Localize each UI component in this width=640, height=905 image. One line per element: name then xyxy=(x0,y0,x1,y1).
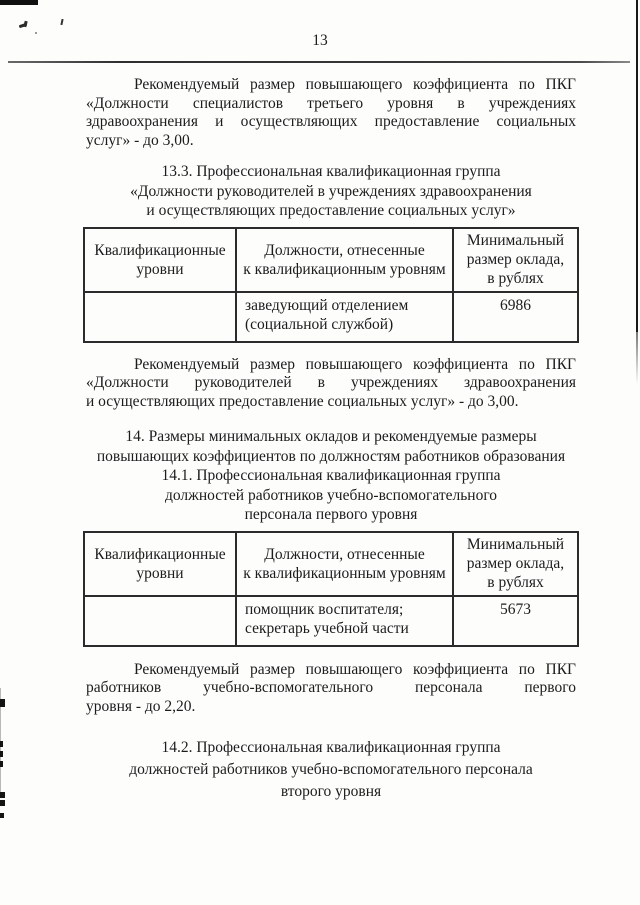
table-row: заведующий отделением (социальной службо… xyxy=(83,290,579,343)
text-line: и осуществляющих предоставление социальн… xyxy=(86,392,519,410)
text-line: «Должности руководителей в учреждениях з… xyxy=(86,374,576,391)
heading-section-14: 14. Размеры минимальных окладов и рекоме… xyxy=(96,428,566,465)
table-row: помощник воспитателя; секретарь учебной … xyxy=(83,594,579,647)
column-header-positions: Должности, отнесенные к квалификационным… xyxy=(235,226,454,293)
scan-artifact-left-dash xyxy=(0,699,5,707)
column-header-positions: Должности, отнесенные к квалификационным… xyxy=(235,530,454,597)
salary-table-13-3: Квалификационные уровни Должности, отнес… xyxy=(83,226,579,343)
table-header-row: Квалификационные уровни Должности, отнес… xyxy=(83,530,579,597)
header-rule xyxy=(8,61,630,63)
paragraph-coefficient-support-staff: Рекомендуемый размер повышающего коэффиц… xyxy=(86,661,576,717)
text-line: здравоохранения и осуществляющих предост… xyxy=(86,113,576,130)
scan-artifact-left-dash xyxy=(0,792,5,798)
pen-mark-icon xyxy=(60,18,64,26)
heading-section-13-3: 13.3. Профессиональная квалификационная … xyxy=(130,163,532,219)
scan-artifact-left-dash xyxy=(0,800,5,806)
text-line: Рекомендуемый размер повышающего коэффиц… xyxy=(134,660,576,678)
text-line: Рекомендуемый размер повышающего коэффиц… xyxy=(134,76,576,93)
cell-positions: заведующий отделением (социальной службо… xyxy=(235,290,454,343)
scan-artifact-left-dash xyxy=(0,761,3,767)
paragraph-coefficient-specialists: Рекомендуемый размер повышающего коэффиц… xyxy=(86,76,576,150)
cell-salary: 6986 xyxy=(452,290,579,343)
scan-artifact-right-edge-line xyxy=(636,0,638,332)
scan-artifact-corner-bar xyxy=(0,0,38,5)
text-line: Рекомендуемый размер повышающего коэффиц… xyxy=(134,355,576,373)
table-header-row: Квалификационные уровни Должности, отнес… xyxy=(83,226,579,293)
cell-qualification-level xyxy=(83,594,237,647)
cell-salary: 5673 xyxy=(452,594,579,647)
pen-mark-icon xyxy=(23,20,28,28)
document-body: Рекомендуемый размер повышающего коэффиц… xyxy=(83,76,579,803)
page-number: 13 xyxy=(312,32,328,49)
cell-qualification-level xyxy=(83,290,237,343)
paragraph-coefficient-managers: Рекомендуемый размер повышающего коэффиц… xyxy=(86,356,576,412)
column-header-min-salary: Минимальный размер оклада, в рублях xyxy=(452,226,579,293)
scan-artifact-left-dash xyxy=(0,751,3,757)
scan-artifact-right-edge-line xyxy=(636,332,638,384)
column-header-min-salary: Минимальный размер оклада, в рублях xyxy=(452,530,579,597)
scan-artifact-left-dash xyxy=(0,813,4,818)
heading-section-14-1: 14.1. Профессиональная квалификационная … xyxy=(161,467,501,523)
text-line: «Должности специалистов третьего уровня … xyxy=(86,94,576,112)
text-line: работников учебно-вспомогательного персо… xyxy=(86,679,576,696)
column-header-qualification-levels: Квалификационные уровни xyxy=(83,226,237,293)
column-header-qualification-levels: Квалификационные уровни xyxy=(83,530,237,597)
text-line: уровня - до 2,20. xyxy=(86,697,196,715)
text-line: услуг» - до 3,00. xyxy=(86,131,194,149)
heading-section-14-2: 14.2. Профессиональная квалификационная … xyxy=(129,739,533,800)
cell-positions: помощник воспитателя; секретарь учебной … xyxy=(235,594,454,647)
salary-table-14-1: Квалификационные уровни Должности, отнес… xyxy=(83,530,579,647)
pen-mark-icon xyxy=(35,32,37,34)
scan-artifact-left-dash xyxy=(0,741,3,747)
